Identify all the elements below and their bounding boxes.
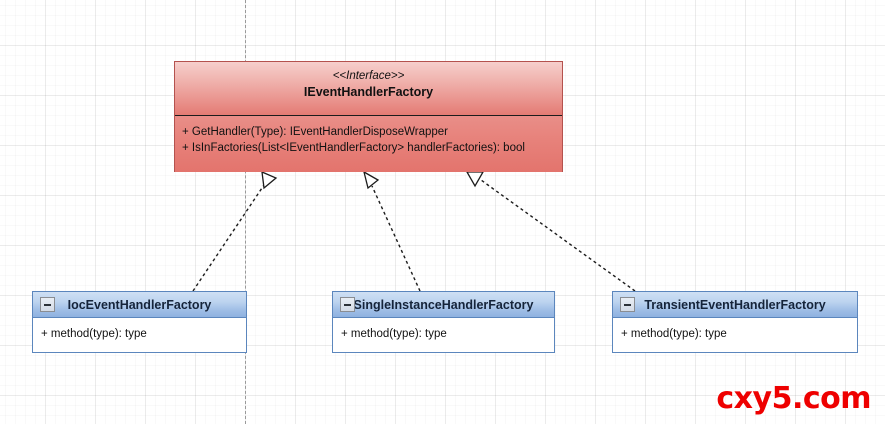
realization-transient-event-handler-factory [465,171,636,292]
class-box-ioceventhandlerfactory[interactable]: IocEventHandlerFactory + method(type): t… [32,291,247,353]
interface-method: + IsInFactories(List<IEventHandlerFactor… [182,142,525,154]
class-members-compartment: + method(type): type [32,318,247,353]
class-box-singleinstancehandlerfactory[interactable]: SingleInstanceHandlerFactory + method(ty… [332,291,555,353]
class-member: + method(type): type [41,328,147,340]
class-header: SingleInstanceHandlerFactory [332,291,555,318]
page-break-guide [245,0,246,424]
interface-box-ieventhandlerfactory[interactable]: <<Interface>> IEventHandlerFactory + Get… [174,61,563,172]
class-header: IocEventHandlerFactory [32,291,247,318]
interface-methods-compartment: + GetHandler(Type): IEventHandlerDispose… [175,116,562,172]
realization-ioc-event-handler-factory [192,170,278,292]
class-member: + method(type): type [621,328,727,340]
realization-single-instance-handler-factory [362,170,421,292]
class-box-transienteventhandlerfactory[interactable]: TransientEventHandlerFactory + method(ty… [612,291,858,353]
interface-method: + GetHandler(Type): IEventHandlerDispose… [182,126,449,138]
class-name: SingleInstanceHandlerFactory [353,297,534,312]
class-members-compartment: + method(type): type [612,318,858,353]
class-member: + method(type): type [341,328,447,340]
interface-stereotype: <<Interface>> [332,70,405,82]
minus-box-icon[interactable] [620,297,635,312]
class-name: IocEventHandlerFactory [67,297,212,312]
class-members-compartment: + method(type): type [332,318,555,353]
interface-header: <<Interface>> IEventHandlerFactory [175,62,562,116]
class-name: TransientEventHandlerFactory [644,297,826,312]
class-header: TransientEventHandlerFactory [612,291,858,318]
minus-box-icon[interactable] [40,297,55,312]
minus-box-icon[interactable] [340,297,355,312]
interface-name: IEventHandlerFactory [303,85,434,99]
watermark-text: cxy5.com [716,381,871,416]
